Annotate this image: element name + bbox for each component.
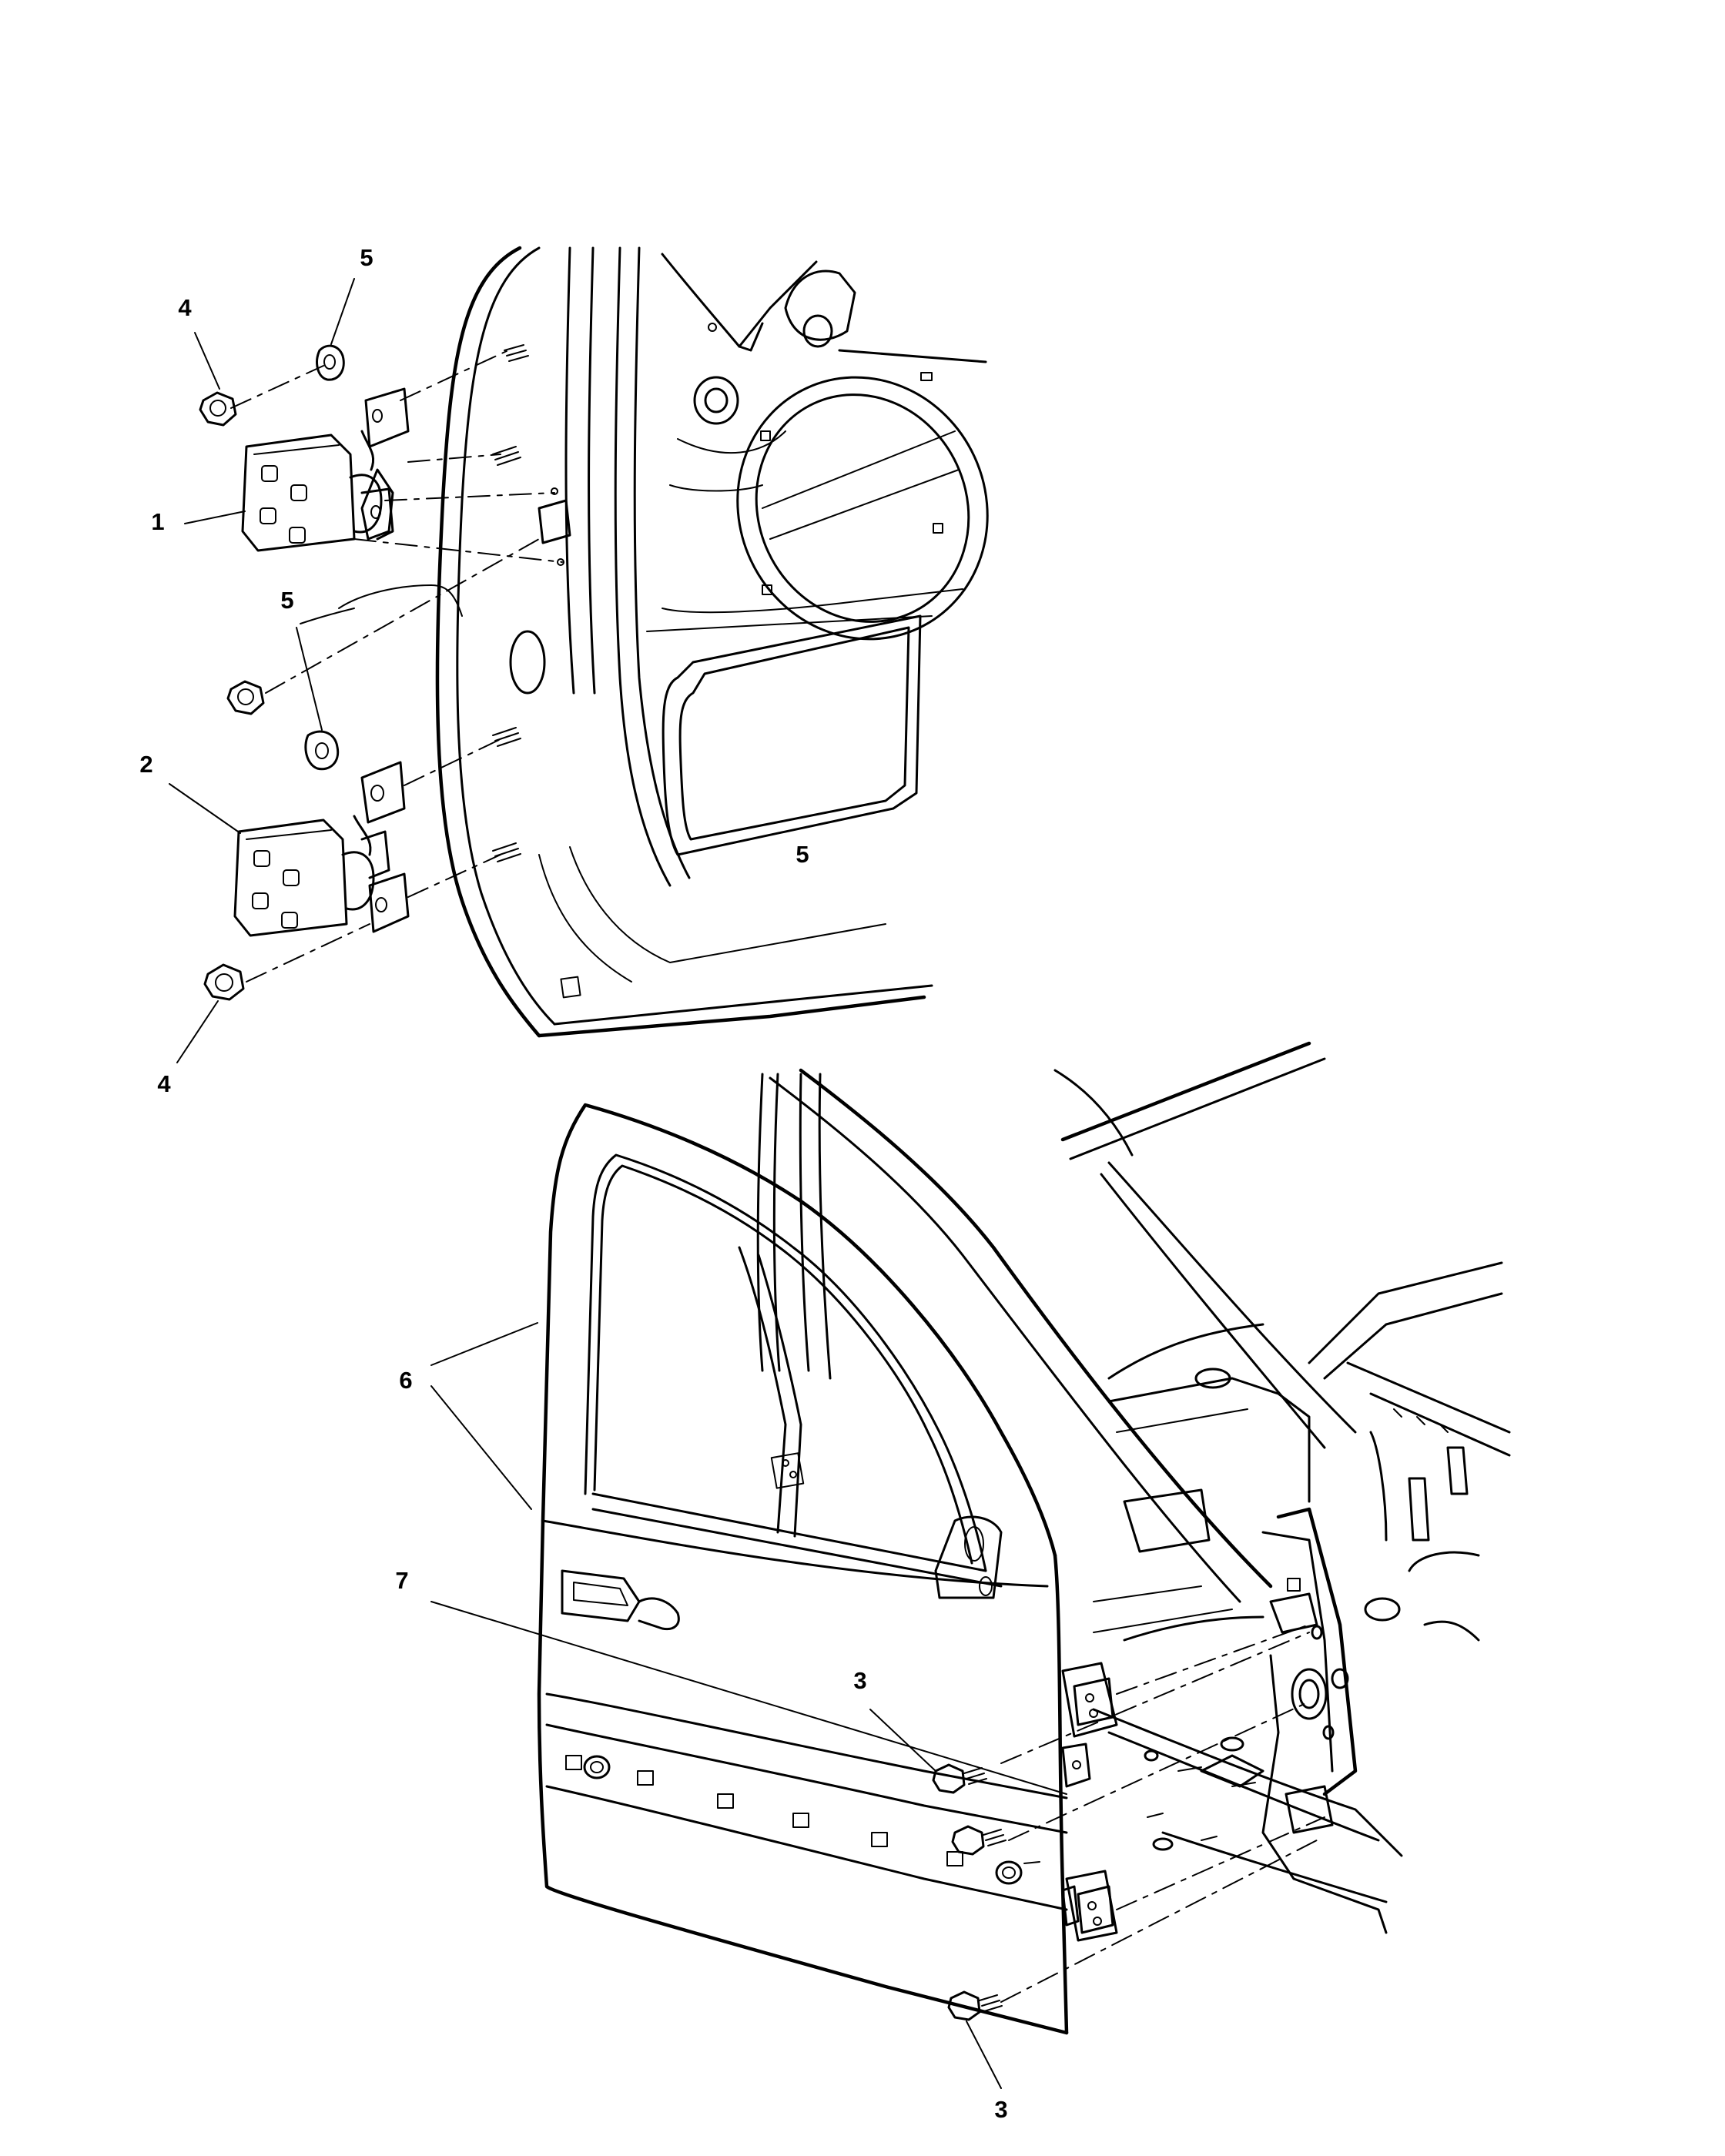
lower-door-hinge (233, 761, 410, 937)
body-upper-hinge (1061, 1662, 1118, 1788)
hinge-bolt-middle (951, 1825, 1007, 1856)
hinge-bolt-upper (932, 1763, 987, 1794)
front-door (537, 1103, 1069, 2035)
leader-lines (169, 278, 1067, 2089)
upper-studs (492, 344, 529, 466)
vehicle-body (756, 1041, 1511, 1934)
callout-1: 1 (151, 508, 164, 535)
callout-3-upper: 3 (853, 1667, 866, 1694)
callout-4-upper: 4 (178, 294, 192, 321)
hinge-bolt-lower (947, 1990, 1003, 2021)
lower-washer (304, 730, 340, 771)
callout-2: 2 (139, 751, 152, 778)
callout-6: 6 (399, 1367, 412, 1394)
stamp-mark: 5 (796, 841, 809, 868)
callout-3-lower: 3 (994, 2096, 1007, 2123)
callout-5-lower: 5 (280, 587, 293, 614)
door-inner-panel: 5 (300, 246, 989, 1038)
callout-7: 7 (395, 1567, 408, 1594)
molding-clips (565, 1755, 1040, 1885)
upper-washer (316, 344, 345, 381)
callout-4-lower: 4 (157, 1070, 171, 1097)
upper-door-hinge (241, 387, 410, 552)
lower-hinge-nut (203, 963, 245, 1001)
lower-studs (492, 727, 521, 862)
callout-5-upper: 5 (360, 244, 373, 271)
middle-nut (226, 680, 265, 715)
upper-hinge-nut (199, 391, 237, 427)
body-lower-hinge (1061, 1870, 1118, 1942)
